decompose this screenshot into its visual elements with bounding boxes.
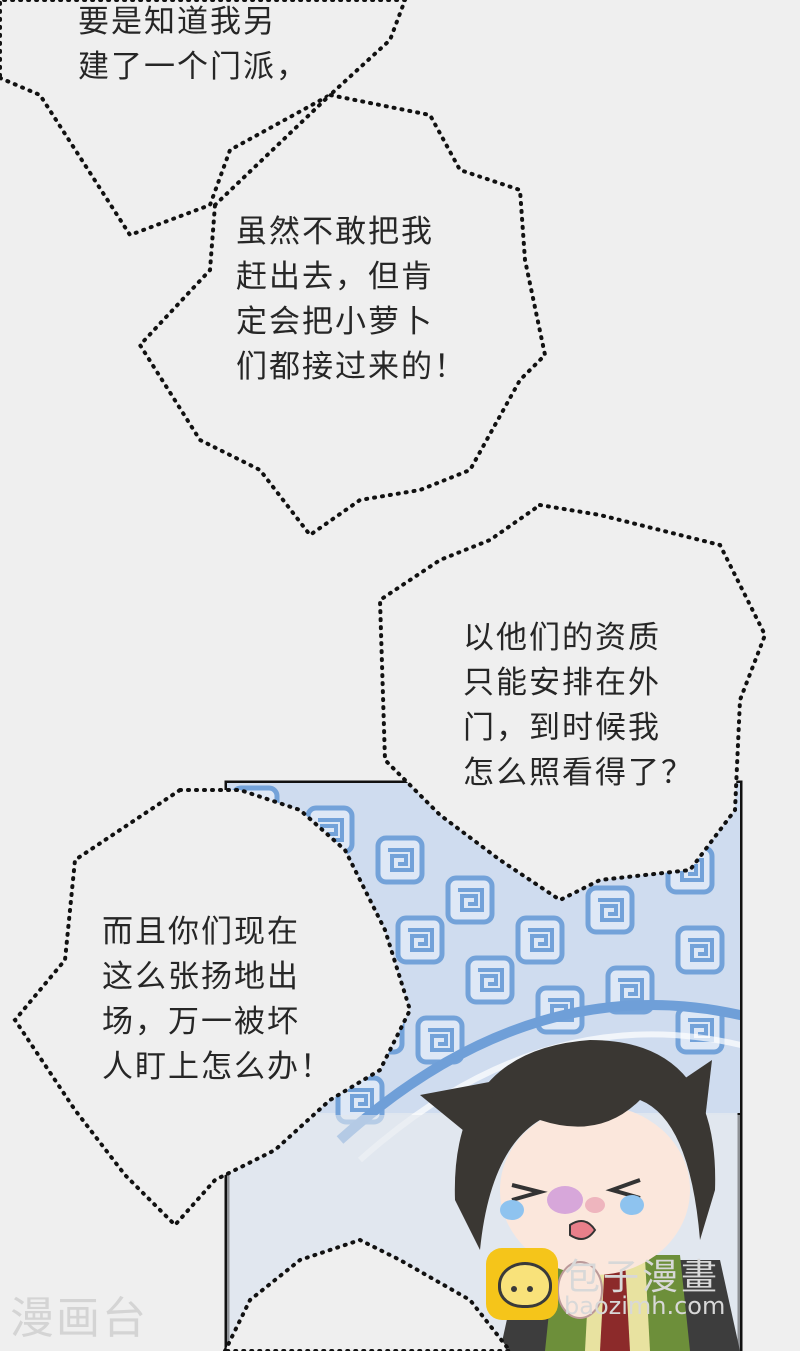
bubble-2-line-1: 虽然不敢把我 bbox=[236, 214, 434, 250]
bubble-2-text: 虽然不敢把我 赶出去，但肯 定会把小萝卜 们都接过来的！ bbox=[236, 210, 467, 390]
watermark-right-url: baozimh.com bbox=[564, 1292, 726, 1320]
bubble-2-line-3: 定会把小萝卜 bbox=[236, 304, 434, 340]
bubble-3-line-4: 怎么照看得了？ bbox=[463, 755, 694, 791]
bubble-2-line-4: 们都接过来的！ bbox=[236, 349, 467, 385]
speech-bubble-3 bbox=[377, 502, 768, 903]
bubble-4-text: 而且你们现在 这么张扬地出 场，万一被坏 人盯上怎么办！ bbox=[102, 910, 333, 1090]
bubble-4-line-4: 人盯上怎么办！ bbox=[102, 1049, 333, 1085]
bun-logo-icon bbox=[486, 1248, 558, 1320]
bubble-3-line-3: 门，到时候我 bbox=[463, 710, 661, 746]
speech-bubble-2 bbox=[137, 92, 548, 538]
watermark-left: 漫画台 bbox=[10, 1293, 148, 1344]
bubble-1-line-1: 要是知道我另 bbox=[78, 4, 276, 40]
bubble-1-text: 要是知道我另 建了一个门派， bbox=[78, 0, 309, 90]
speech-bubble-5 bbox=[222, 1237, 513, 1351]
bubble-2-line-2: 赶出去，但肯 bbox=[236, 259, 434, 295]
speech-bubble-4 bbox=[12, 788, 413, 1228]
chibi-character bbox=[420, 1040, 740, 1351]
speech-bubble-1 bbox=[0, 0, 408, 238]
bubble-4-line-3: 场，万一被坏 bbox=[102, 1004, 300, 1040]
watermark-right: 包子漫畫 baozimh.com bbox=[486, 1248, 776, 1323]
bubble-4-line-2: 这么张扬地出 bbox=[102, 959, 300, 995]
bubble-1-line-2: 建了一个门派， bbox=[78, 49, 309, 85]
bubble-3-line-2: 只能安排在外 bbox=[463, 665, 661, 701]
watermark-right-title: 包子漫畫 bbox=[564, 1257, 721, 1298]
bubble-3-text: 以他们的资质 只能安排在外 门，到时候我 怎么照看得了？ bbox=[463, 616, 694, 796]
bubble-3-line-1: 以他们的资质 bbox=[463, 620, 661, 656]
bubble-4-line-1: 而且你们现在 bbox=[102, 914, 300, 950]
